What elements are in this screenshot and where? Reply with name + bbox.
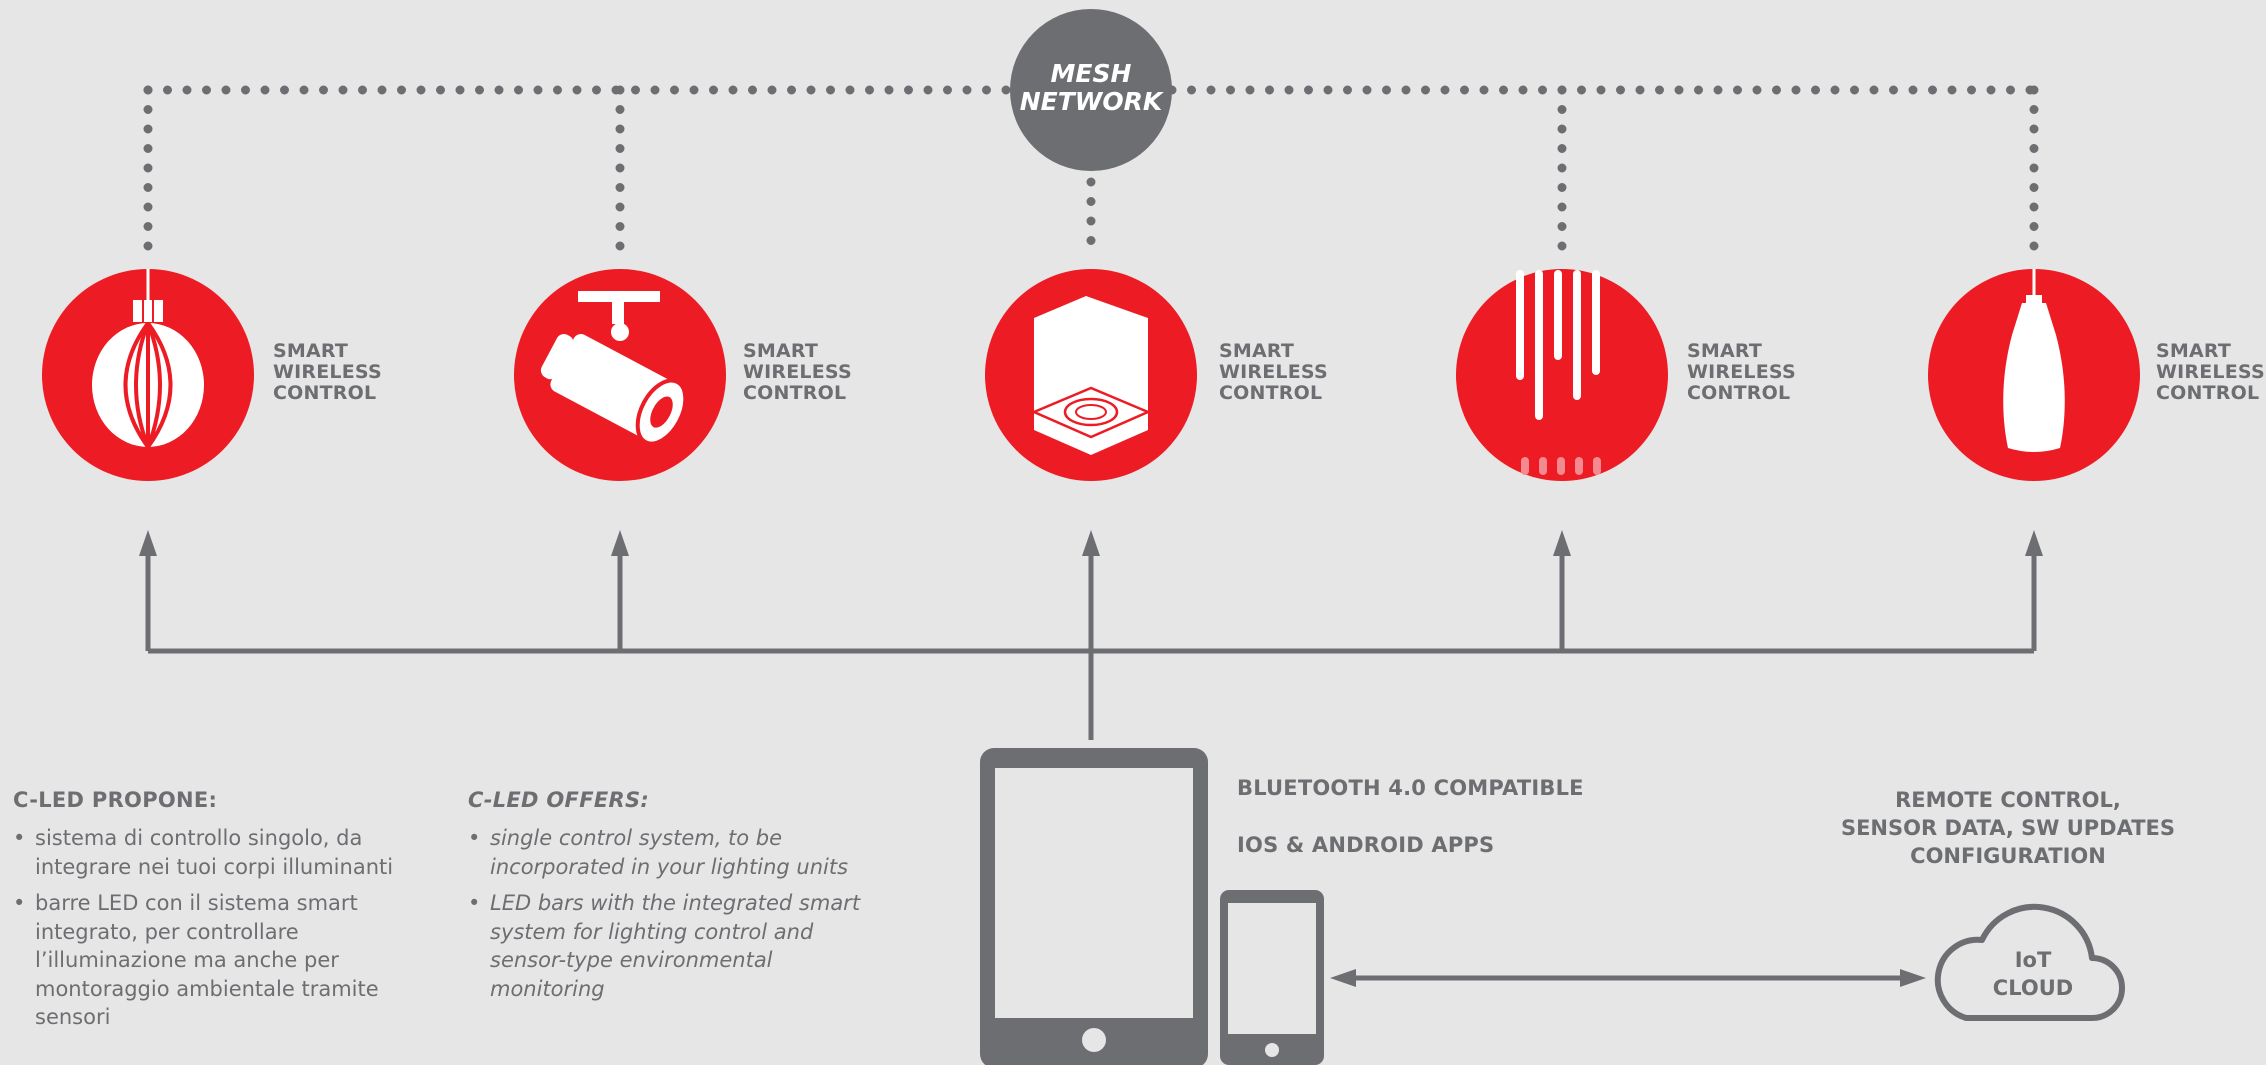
- device-label-line: SMART: [273, 340, 349, 362]
- remote-line-2: SENSOR DATA, SW UPDATES: [1840, 816, 2176, 840]
- pendant-globe-icon: [42, 269, 254, 481]
- device-label-line: WIRELESS: [1687, 361, 1796, 383]
- device-label-line: CONTROL: [743, 382, 847, 404]
- cloud-icon: [1934, 903, 2125, 1021]
- device-label-4: SMART WIRELESS CONTROL: [1687, 341, 1796, 404]
- track-spotlight-icon: [514, 269, 726, 481]
- list-item: sistema di controllo singolo, da integra…: [13, 824, 423, 881]
- device-label-line: WIRELESS: [273, 361, 382, 383]
- list-item: single control system, to be incorporate…: [468, 824, 878, 881]
- device-label-line: CONTROL: [273, 382, 377, 404]
- remote-features-label: REMOTE CONTROL, SENSOR DATA, SW UPDATES …: [1838, 786, 2178, 870]
- device-label-5: SMART WIRELESS CONTROL: [2156, 341, 2265, 404]
- tablet-icon: [980, 748, 1208, 1065]
- cloud-label: IoT CLOUD: [1978, 946, 2088, 1002]
- it-heading: C-LED PROPONE:: [13, 788, 218, 812]
- control-bus: [145, 548, 2037, 740]
- device-label-line: CONTROL: [1687, 382, 1791, 404]
- device-label-line: SMART: [1687, 340, 1763, 362]
- smartphone-icon: [1220, 890, 1324, 1065]
- remote-line-1: REMOTE CONTROL,: [1895, 788, 2121, 812]
- cloud-label-line1: IoT: [2014, 948, 2052, 972]
- remote-line-3: CONFIGURATION: [1910, 844, 2106, 868]
- it-bullet-list: sistema di controllo singolo, da integra…: [13, 824, 423, 1040]
- cloud-label-line2: CLOUD: [1992, 976, 2074, 1000]
- mesh-network-node: [1010, 9, 1172, 171]
- device-label-line: SMART: [1219, 340, 1295, 362]
- ceiling-downlight-icon: [985, 269, 1197, 481]
- device-label-line: CONTROL: [1219, 382, 1323, 404]
- bluetooth-label: BLUETOOTH 4.0 COMPATIBLE: [1237, 776, 1584, 800]
- device-label-line: SMART: [743, 340, 819, 362]
- en-bullet-list: single control system, to be incorporate…: [468, 824, 878, 1011]
- device-label-1: SMART WIRELESS CONTROL: [273, 341, 382, 404]
- device-label-line: WIRELESS: [2156, 361, 2265, 383]
- device-label-line: SMART: [2156, 340, 2232, 362]
- mesh-network-label: MESH NETWORK: [1011, 60, 1171, 116]
- device-label-2: SMART WIRELESS CONTROL: [743, 341, 852, 404]
- mesh-dotted-lines: [143, 85, 2039, 260]
- device-label-3: SMART WIRELESS CONTROL: [1219, 341, 1328, 404]
- cloud-link-arrow: [1330, 969, 1926, 987]
- list-item: LED bars with the integrated smart syste…: [468, 889, 878, 1003]
- device-label-line: WIRELESS: [743, 361, 852, 383]
- apps-label: IOS & ANDROID APPS: [1237, 833, 1495, 857]
- device-label-line: CONTROL: [2156, 382, 2260, 404]
- pendant-vase-icon: [1928, 269, 2140, 481]
- mesh-label-line1: MESH: [1050, 59, 1132, 88]
- led-bars-icon: [1456, 269, 1668, 481]
- list-item: barre LED con il sistema smart integrato…: [13, 889, 423, 1032]
- en-heading: C-LED OFFERS:: [468, 788, 650, 812]
- device-label-line: WIRELESS: [1219, 361, 1328, 383]
- mesh-label-line2: NETWORK: [1019, 87, 1163, 116]
- bus-arrowheads: [139, 530, 2043, 556]
